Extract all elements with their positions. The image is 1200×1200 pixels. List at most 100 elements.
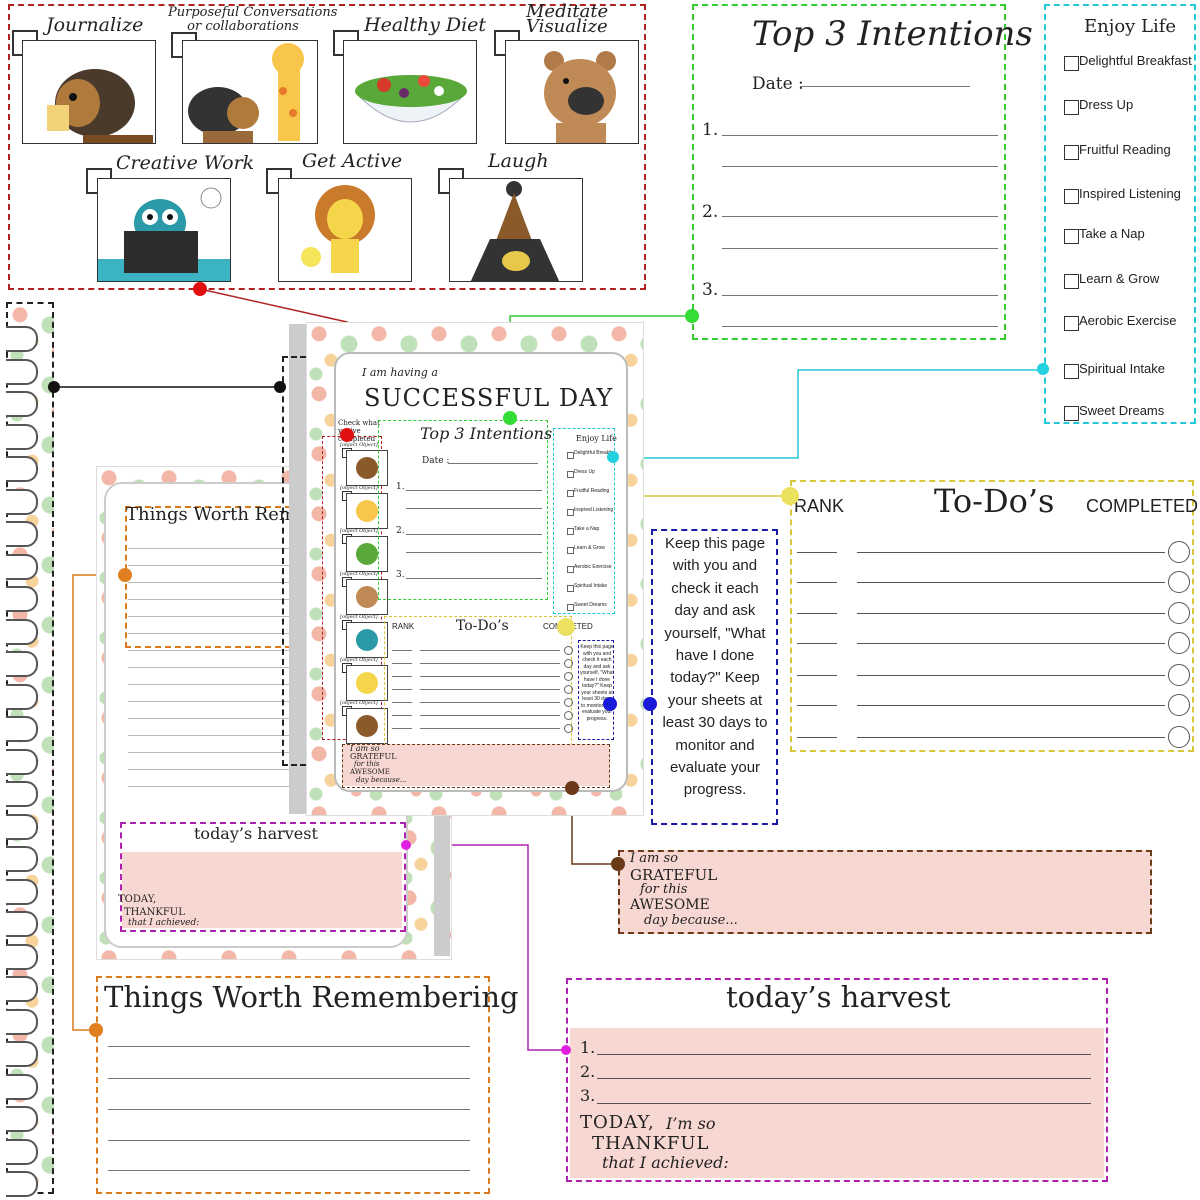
center-enjoy-checkbox [567,490,574,497]
todo-completed-circle[interactable] [1168,664,1190,686]
connector-dot-black [274,381,286,393]
center-todo-rank-line [392,728,412,729]
grateful-line1: I am so [630,851,678,866]
harvest-title: today’s harvest [726,980,951,1014]
todo-rank-line[interactable] [797,552,837,553]
connector-dot-purple [561,1045,571,1055]
remember-mini-line [128,769,390,770]
label-get-active: Get Active [302,150,403,172]
todo-rank-line[interactable] [797,582,837,583]
harvest-line[interactable] [597,1054,1091,1055]
todo-item-line[interactable] [857,613,1165,614]
todo-completed-circle[interactable] [1168,541,1190,563]
center-enjoy-label: Sweet Dreams [574,602,607,608]
remember-mini-line [128,582,390,583]
todo-completed-circle[interactable] [1168,571,1190,593]
todo-item-line[interactable] [857,675,1165,676]
todo-item-line[interactable] [857,552,1165,553]
center-activity-thumb [346,622,388,658]
binder-ring [6,618,38,645]
remember-line[interactable] [108,1046,470,1047]
intentions-line[interactable] [722,166,998,167]
intentions-line[interactable] [722,295,998,296]
center-activity-label: [object Object] [340,485,378,491]
harvest-number-3: 3. [580,1086,596,1105]
label-laugh: Laugh [488,150,549,172]
intentions-line[interactable] [722,216,998,217]
enjoy-checkbox[interactable] [1064,274,1079,289]
harvest-number-1: 1. [580,1038,596,1057]
todo-rank-line[interactable] [797,613,837,614]
connector-dot-yellow [781,487,799,505]
remember-line[interactable] [108,1078,470,1079]
enjoy-checkbox[interactable] [1064,229,1079,244]
harvest-line[interactable] [597,1078,1091,1079]
todo-rank-line[interactable] [797,643,837,644]
harvest-number-2: 2. [580,1062,596,1081]
todo-item-line[interactable] [857,737,1165,738]
harvest-mini-achieved: that I achieved: [128,918,200,928]
todo-completed-circle[interactable] [1168,602,1190,624]
center-grateful-fill [342,744,610,786]
binder-ring [6,488,38,515]
enjoy-checkbox[interactable] [1064,189,1079,204]
center-grateful-text: day because... [356,776,407,784]
remember-line[interactable] [108,1109,470,1110]
enjoy-checkbox[interactable] [1064,56,1079,71]
center-todo-line [420,676,560,677]
remember-mini-line [128,752,390,753]
todo-item-line[interactable] [857,705,1165,706]
connector-dot-cyan [1037,363,1049,375]
center-enjoy-title: Enjoy Life [576,434,617,443]
instructions-text: Keep this page with you and check it eac… [662,535,768,799]
enjoy-item-label: Learn & Grow [1079,271,1160,286]
harvest-line[interactable] [597,1103,1091,1104]
todo-rank-line[interactable] [797,737,837,738]
enjoy-checkbox[interactable] [1064,316,1079,331]
binder-ring [6,1171,38,1197]
intentions-line[interactable] [722,248,998,249]
center-note-text: Keep this page with you and check it eac… [580,644,614,722]
todo-rank-line[interactable] [797,705,837,706]
enjoy-item-label: Inspired Listening [1079,186,1181,201]
todo-completed-circle[interactable] [1168,694,1190,716]
connector-dot-blue [603,697,617,711]
center-enjoy-highlight [553,428,615,614]
enjoy-item-label: Dress Up [1079,97,1134,112]
todo-completed-circle[interactable] [1168,726,1190,748]
enjoy-checkbox[interactable] [1064,364,1079,379]
hedgehog-reading-image [22,40,156,144]
intentions-number-3: 3. [702,280,719,300]
todo-rank-line[interactable] [797,675,837,676]
remember-mini-line [128,650,390,651]
todo-completed-circle[interactable] [1168,632,1190,654]
intentions-date-line[interactable] [800,86,970,87]
center-todo-line [420,689,560,690]
binder-ring [6,976,38,1002]
remember-title: Things Worth Remembering [104,980,519,1014]
binder-ring [6,391,38,417]
enjoy-checkbox[interactable] [1064,100,1079,115]
connector-dot-black [48,381,60,393]
center-intentions-date: Date : [422,456,450,466]
binder-ring [6,1008,38,1035]
instructions-panel [651,529,778,825]
center-todo-circle [564,698,573,707]
remember-line[interactable] [108,1140,470,1141]
remember-line[interactable] [108,1170,470,1171]
enjoy-checkbox[interactable] [1064,145,1079,160]
center-todo-line [420,715,560,716]
binder-ring [6,553,38,580]
intentions-line[interactable] [722,326,998,327]
enjoy-item-label: Take a Nap [1079,226,1145,241]
todo-item-line[interactable] [857,582,1165,583]
todo-item-line[interactable] [857,643,1165,644]
intentions-line[interactable] [722,135,998,136]
enjoy-checkbox[interactable] [1064,406,1079,421]
center-enjoy-checkbox [567,471,574,478]
connector-dot-red [193,282,207,296]
remember-mini-highlight [125,506,291,648]
center-activity-thumb [346,450,388,486]
binder-ring [6,846,38,872]
center-intentions-line [406,490,542,491]
